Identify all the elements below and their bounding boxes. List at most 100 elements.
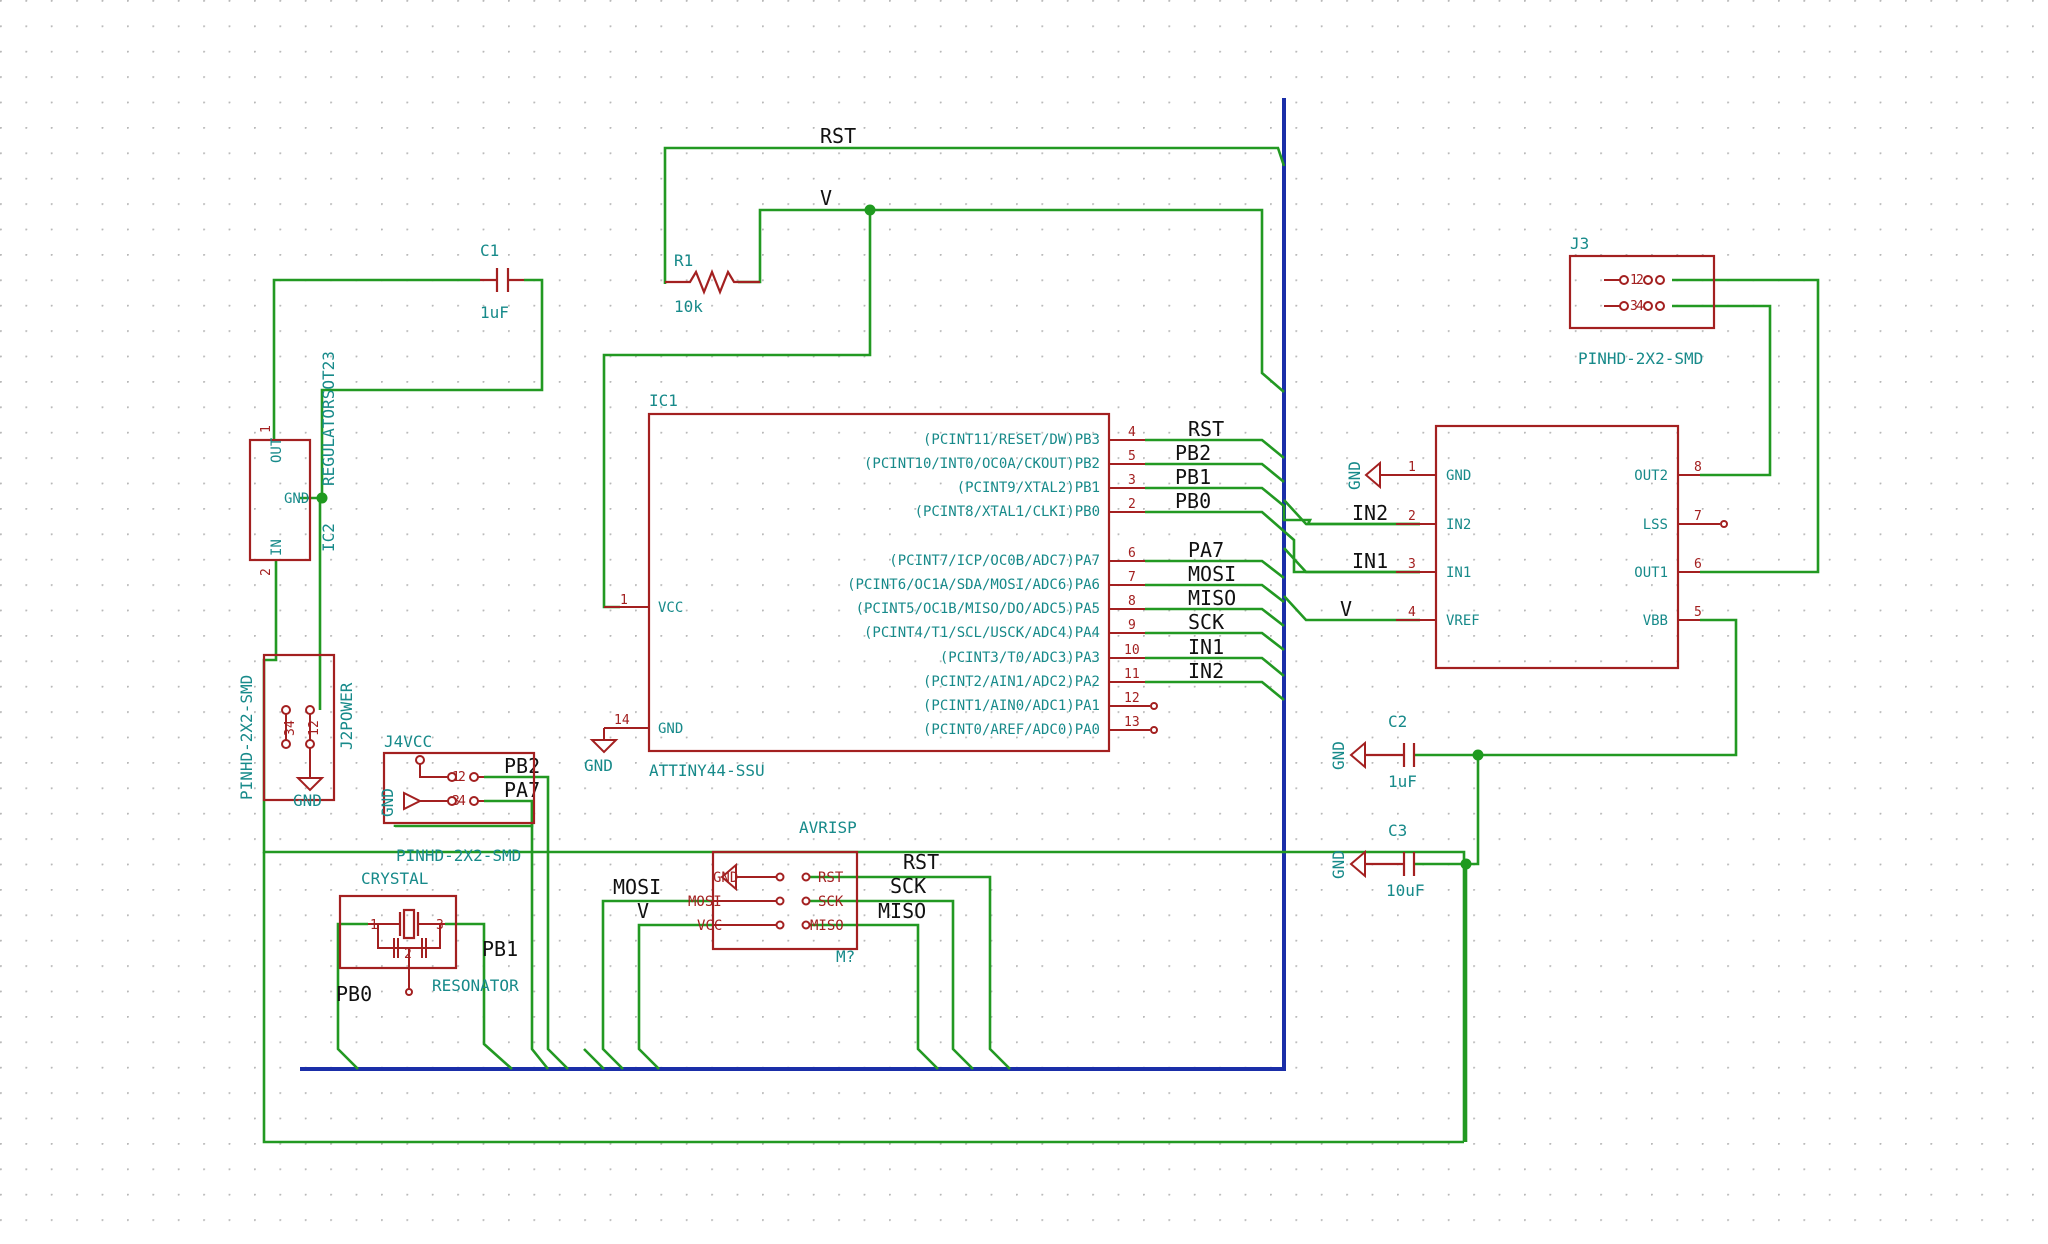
component-value: RESONATOR bbox=[432, 976, 519, 995]
pin-name: VBB bbox=[1643, 613, 1668, 629]
component-ref: M? bbox=[836, 947, 855, 966]
pin-name: RST bbox=[818, 870, 844, 886]
pin-number: 3 bbox=[1128, 473, 1136, 488]
resonator-crystal[interactable]: CRYSTAL 1 2 3 RESONATOR bbox=[338, 869, 519, 996]
net-label-mosi: MOSI bbox=[613, 875, 661, 899]
pin-name: OUT bbox=[269, 437, 285, 463]
pin-number: 7 bbox=[1128, 570, 1136, 585]
component-value: 10uF bbox=[1386, 881, 1425, 900]
pin-name: (PCINT7/ICP/OC0B/ADC7)PA7 bbox=[889, 553, 1100, 569]
capacitor-c2[interactable]: C2 GND 1uF bbox=[1329, 712, 1417, 791]
pin-number: 7 bbox=[1694, 509, 1702, 524]
net-label-sck: SCK bbox=[890, 874, 926, 898]
ic1-right-pins: (PCINT11/RESET/DW)PB3 (PCINT10/INT0/OC0A… bbox=[847, 425, 1158, 738]
resistor-r1[interactable]: R1 10k bbox=[665, 251, 760, 316]
net-label-mosi: MOSI bbox=[1188, 562, 1236, 586]
pin-number: 2 bbox=[458, 770, 466, 785]
pin-number: 11 bbox=[1124, 667, 1140, 682]
net-label-pa7: PA7 bbox=[1188, 538, 1224, 562]
gnd-label: GND bbox=[1329, 741, 1348, 770]
pin-name: GND bbox=[284, 491, 309, 507]
connector-j4vcc[interactable]: J4VCC 1 2 3 4 GND PINHD-2X2-SMD bbox=[378, 732, 536, 865]
pin-number: 14 bbox=[614, 713, 630, 728]
net-label-miso: MISO bbox=[1188, 586, 1236, 610]
pin-number: 1 bbox=[1408, 460, 1416, 475]
component-value: 1uF bbox=[480, 303, 509, 322]
net-label-v: V bbox=[1340, 597, 1352, 621]
pin-name: MOSI bbox=[688, 894, 722, 910]
net-label-in1: IN1 bbox=[1352, 549, 1388, 573]
capacitor-c3[interactable]: C3 GND 10uF bbox=[1329, 821, 1425, 900]
pin-number: 1 bbox=[259, 425, 274, 433]
net-label-sck: SCK bbox=[1188, 610, 1224, 634]
pin-name: OUT2 bbox=[1634, 468, 1668, 484]
regulator-ic2[interactable]: OUT GND IN 1 2 IC2 REGULATORSOT23 bbox=[248, 351, 338, 576]
pin-number: 4 bbox=[1408, 605, 1416, 620]
pin-number: 4 bbox=[1636, 299, 1644, 314]
pin-name: IN2 bbox=[1446, 517, 1471, 533]
pin-number: 1 bbox=[620, 593, 628, 608]
avrisp-header[interactable]: AVRISP GND MOSI VCC RST SCK MISO M? bbox=[688, 818, 859, 966]
pin-number: 3 bbox=[1408, 557, 1416, 572]
capacitor-c1[interactable]: C1 1uF bbox=[480, 241, 524, 322]
pin-number: 2 bbox=[259, 568, 274, 576]
connector-j2power[interactable]: 3 4 1 2 GND PINHD-2X2-SMD J2POWER bbox=[237, 653, 356, 810]
pin-number: 1 bbox=[370, 918, 378, 933]
component-ref: J4VCC bbox=[384, 732, 432, 751]
pin-name: (PCINT2/AIN1/ADC2)PA2 bbox=[923, 674, 1100, 690]
pin-name: GND bbox=[658, 721, 683, 737]
pin-name: IN1 bbox=[1446, 565, 1471, 581]
pin-number: 13 bbox=[1124, 715, 1140, 730]
component-value: 1uF bbox=[1388, 772, 1417, 791]
net-label-pb2: PB2 bbox=[1175, 441, 1211, 465]
microcontroller-ic1[interactable]: IC1 1 VCC 14 GND GND (PCINT11/RESET/DW)P… bbox=[584, 391, 1158, 780]
component-value: PINHD-2X2-SMD bbox=[237, 675, 256, 800]
pin-number: 5 bbox=[1694, 605, 1702, 620]
net-label-in1: IN1 bbox=[1188, 635, 1224, 659]
pin-name: (PCINT10/INT0/OC0A/CKOUT)PB2 bbox=[864, 456, 1100, 472]
junctions bbox=[316, 204, 1484, 870]
net-label-miso: MISO bbox=[878, 899, 926, 923]
pin-name: (PCINT9/XTAL2)PB1 bbox=[957, 480, 1100, 496]
pin-name: (PCINT1/AIN0/ADC1)PA1 bbox=[923, 698, 1100, 714]
component-ref: J3 bbox=[1570, 234, 1589, 253]
pin-number: 3 bbox=[283, 728, 298, 736]
pin-number: 5 bbox=[1128, 449, 1136, 464]
component-ref: C1 bbox=[480, 241, 499, 260]
gnd-label: GND bbox=[293, 791, 322, 810]
component-value: PINHD-2X2-SMD bbox=[396, 846, 521, 865]
component-ref: IC2 bbox=[319, 523, 338, 552]
pin-name: IN bbox=[269, 539, 285, 556]
pin-number: 4 bbox=[458, 794, 466, 809]
motor-driver[interactable]: GND GND IN2 IN1 VREF 1 2 3 4 OUT2 LSS OU… bbox=[1345, 424, 1728, 670]
bus[interactable] bbox=[300, 98, 1286, 1071]
net-label-pb0: PB0 bbox=[1175, 489, 1211, 513]
pin-number: 9 bbox=[1128, 618, 1136, 633]
pin-name: (PCINT0/AREF/ADC0)PA0 bbox=[923, 722, 1100, 738]
pin-number: 8 bbox=[1128, 594, 1136, 609]
component-value: REGULATORSOT23 bbox=[319, 351, 338, 486]
pin-name: GND bbox=[1446, 468, 1471, 484]
pin-name: MISO bbox=[810, 918, 844, 934]
pin-number: 6 bbox=[1128, 546, 1136, 561]
component-value: PINHD-2X2-SMD bbox=[1578, 349, 1703, 368]
pin-number: 1 bbox=[307, 728, 322, 736]
pin-name: VCC bbox=[697, 918, 722, 934]
pin-name: LSS bbox=[1643, 517, 1668, 533]
net-label-v: V bbox=[820, 186, 832, 210]
pin-number: 2 bbox=[1408, 509, 1416, 524]
component-ref: C2 bbox=[1388, 712, 1407, 731]
pin-number: 10 bbox=[1124, 643, 1140, 658]
net-label-in2: IN2 bbox=[1352, 501, 1388, 525]
connector-j3[interactable]: J3 1 2 3 4 PINHD-2X2-SMD bbox=[1568, 234, 1716, 368]
component-ref: IC1 bbox=[649, 391, 678, 410]
pin-number: 6 bbox=[1694, 557, 1702, 572]
net-label-rst: RST bbox=[1188, 417, 1224, 441]
pin-name: (PCINT4/T1/SCL/USCK/ADC4)PA4 bbox=[864, 625, 1100, 641]
pin-name: (PCINT11/RESET/DW)PB3 bbox=[923, 432, 1100, 448]
gnd-label: GND bbox=[1329, 850, 1348, 879]
component-ref: J2POWER bbox=[337, 682, 356, 750]
wires[interactable] bbox=[262, 146, 1820, 1144]
